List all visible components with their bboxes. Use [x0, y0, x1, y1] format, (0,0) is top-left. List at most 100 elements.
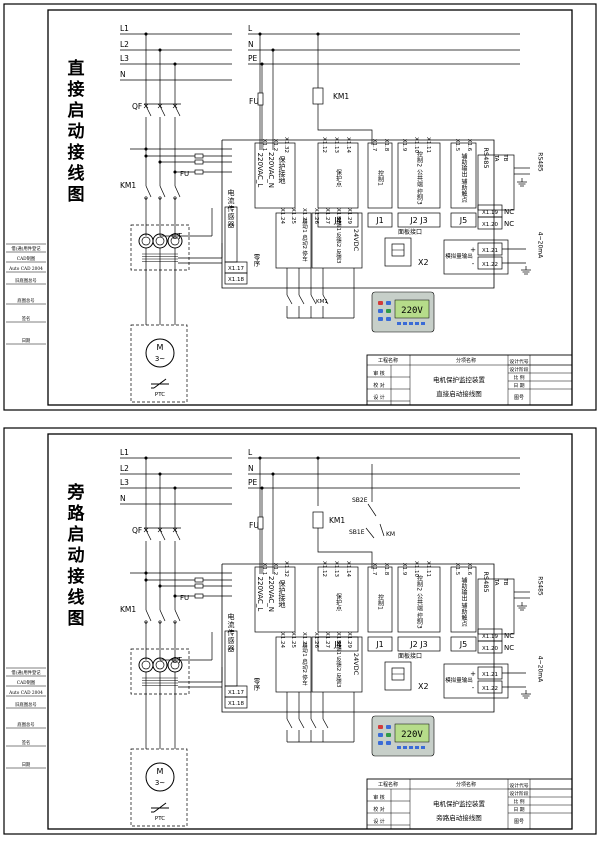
analog-sign: - [472, 260, 475, 268]
panel-button [386, 733, 391, 737]
ct-term: X1.18 [228, 277, 245, 283]
qf-blade [174, 529, 181, 541]
analog-label: 模拟量输出 [445, 676, 473, 684]
panel-button [378, 309, 383, 313]
km-coil: KM1 [312, 82, 373, 145]
tb-meta: 比 例 [513, 798, 524, 805]
supply-label: PE [248, 478, 258, 487]
relay-j-box [450, 212, 477, 228]
motor: M3~PTC [130, 324, 188, 403]
qf-cross [172, 527, 178, 533]
power-term: X1.32 [283, 137, 289, 153]
tb-no: 图号 [514, 819, 524, 825]
analog-term: X1.21 [482, 248, 498, 254]
relay-text: 控制1 [377, 593, 384, 610]
terminal-dot [144, 147, 148, 151]
switch-blade [310, 718, 317, 729]
relay-j-box [397, 636, 441, 652]
current-transformers: CT [130, 208, 223, 325]
title-char: 线 [68, 587, 85, 608]
relay-term: X1.11 [425, 561, 431, 577]
relay-term: X1.12 [321, 137, 327, 153]
nc-term-box [477, 216, 503, 230]
fb-text: 反馈1 反馈2 反馈3 [335, 215, 342, 264]
ct-core [170, 660, 180, 670]
fuse-body [194, 169, 204, 175]
fb-box [311, 636, 363, 693]
title-block-frame [366, 354, 573, 406]
tb-no: 图号 [514, 395, 524, 401]
nc-label: NC [504, 220, 514, 228]
tb-row-label: 审 核 [373, 370, 385, 377]
margin-label: 日期 [22, 338, 31, 344]
panel-key [415, 322, 419, 325]
power-term: X1.1 [261, 139, 267, 152]
panel-button [386, 301, 391, 305]
rs485-tb: TB [502, 577, 508, 585]
tb-meta: 设计代号 [509, 782, 528, 789]
power-label: 保护接地 [278, 155, 286, 184]
qf-cross [143, 527, 149, 533]
ground-symbol [517, 178, 527, 187]
ptc-label: PTC [155, 392, 165, 398]
title-char: 接 [68, 79, 85, 100]
rj-port [384, 237, 412, 267]
ma-label: 4~20mA [537, 656, 544, 683]
qf-cross [157, 527, 163, 533]
relay-terminal-block [450, 142, 477, 209]
relay-term: X1.6 [466, 563, 472, 576]
km-blade [145, 609, 152, 622]
fuse-body [194, 593, 204, 599]
km-coil-label: KM1 [329, 516, 345, 525]
relay-text: 保护点 [335, 168, 342, 188]
sb2-label: SB2E [352, 497, 368, 504]
motor-circle [145, 338, 175, 368]
title-char: 动 [68, 122, 85, 142]
fuse-body [194, 583, 204, 589]
km-contact-label: KM [386, 531, 395, 538]
fuse-label: FU [180, 170, 189, 178]
device-outline [221, 140, 354, 289]
dig-term: X1.23 [301, 632, 307, 649]
relay-text: 辅助输出 辅助触点 [460, 576, 467, 628]
dig-text: 启动1 启动2 停车 [301, 641, 308, 687]
tb-meta: 日 期 [513, 807, 524, 813]
relay-j-box [367, 212, 393, 228]
nc-term: X1.19 [482, 210, 499, 216]
fuse-label: FU [180, 594, 189, 602]
dig-box [275, 636, 312, 693]
ct-label: CT [172, 232, 182, 241]
phase-label: L3 [120, 54, 129, 63]
qf-label: QF [132, 102, 142, 111]
title-block: 工程名称分项名称审 核校 对设 计电机保护监控装置旁路启动接线图设计代号设计阶段… [366, 778, 573, 830]
panel-button [378, 741, 383, 745]
title-char: 线 [68, 163, 85, 184]
km-contact [379, 523, 385, 537]
nc-term: X1.19 [482, 634, 499, 640]
switch-blade [322, 718, 329, 729]
km1-main-label: KM1 [120, 605, 136, 614]
dig-box [275, 212, 312, 269]
panel-button [378, 301, 383, 305]
switch-blade [298, 294, 305, 305]
km1-main-label: KM1 [120, 181, 136, 190]
motor-frame [130, 324, 188, 403]
power-label: 保护接地 [278, 579, 286, 608]
drawing-title: 直接启动接线图 [68, 58, 85, 205]
dig-term: X1.23 [301, 208, 307, 225]
relay-term: X1.14 [345, 137, 351, 154]
relay-term: X1.13 [333, 561, 339, 578]
motor-m: M [157, 343, 164, 352]
rs485-label: RS485 [482, 147, 490, 168]
